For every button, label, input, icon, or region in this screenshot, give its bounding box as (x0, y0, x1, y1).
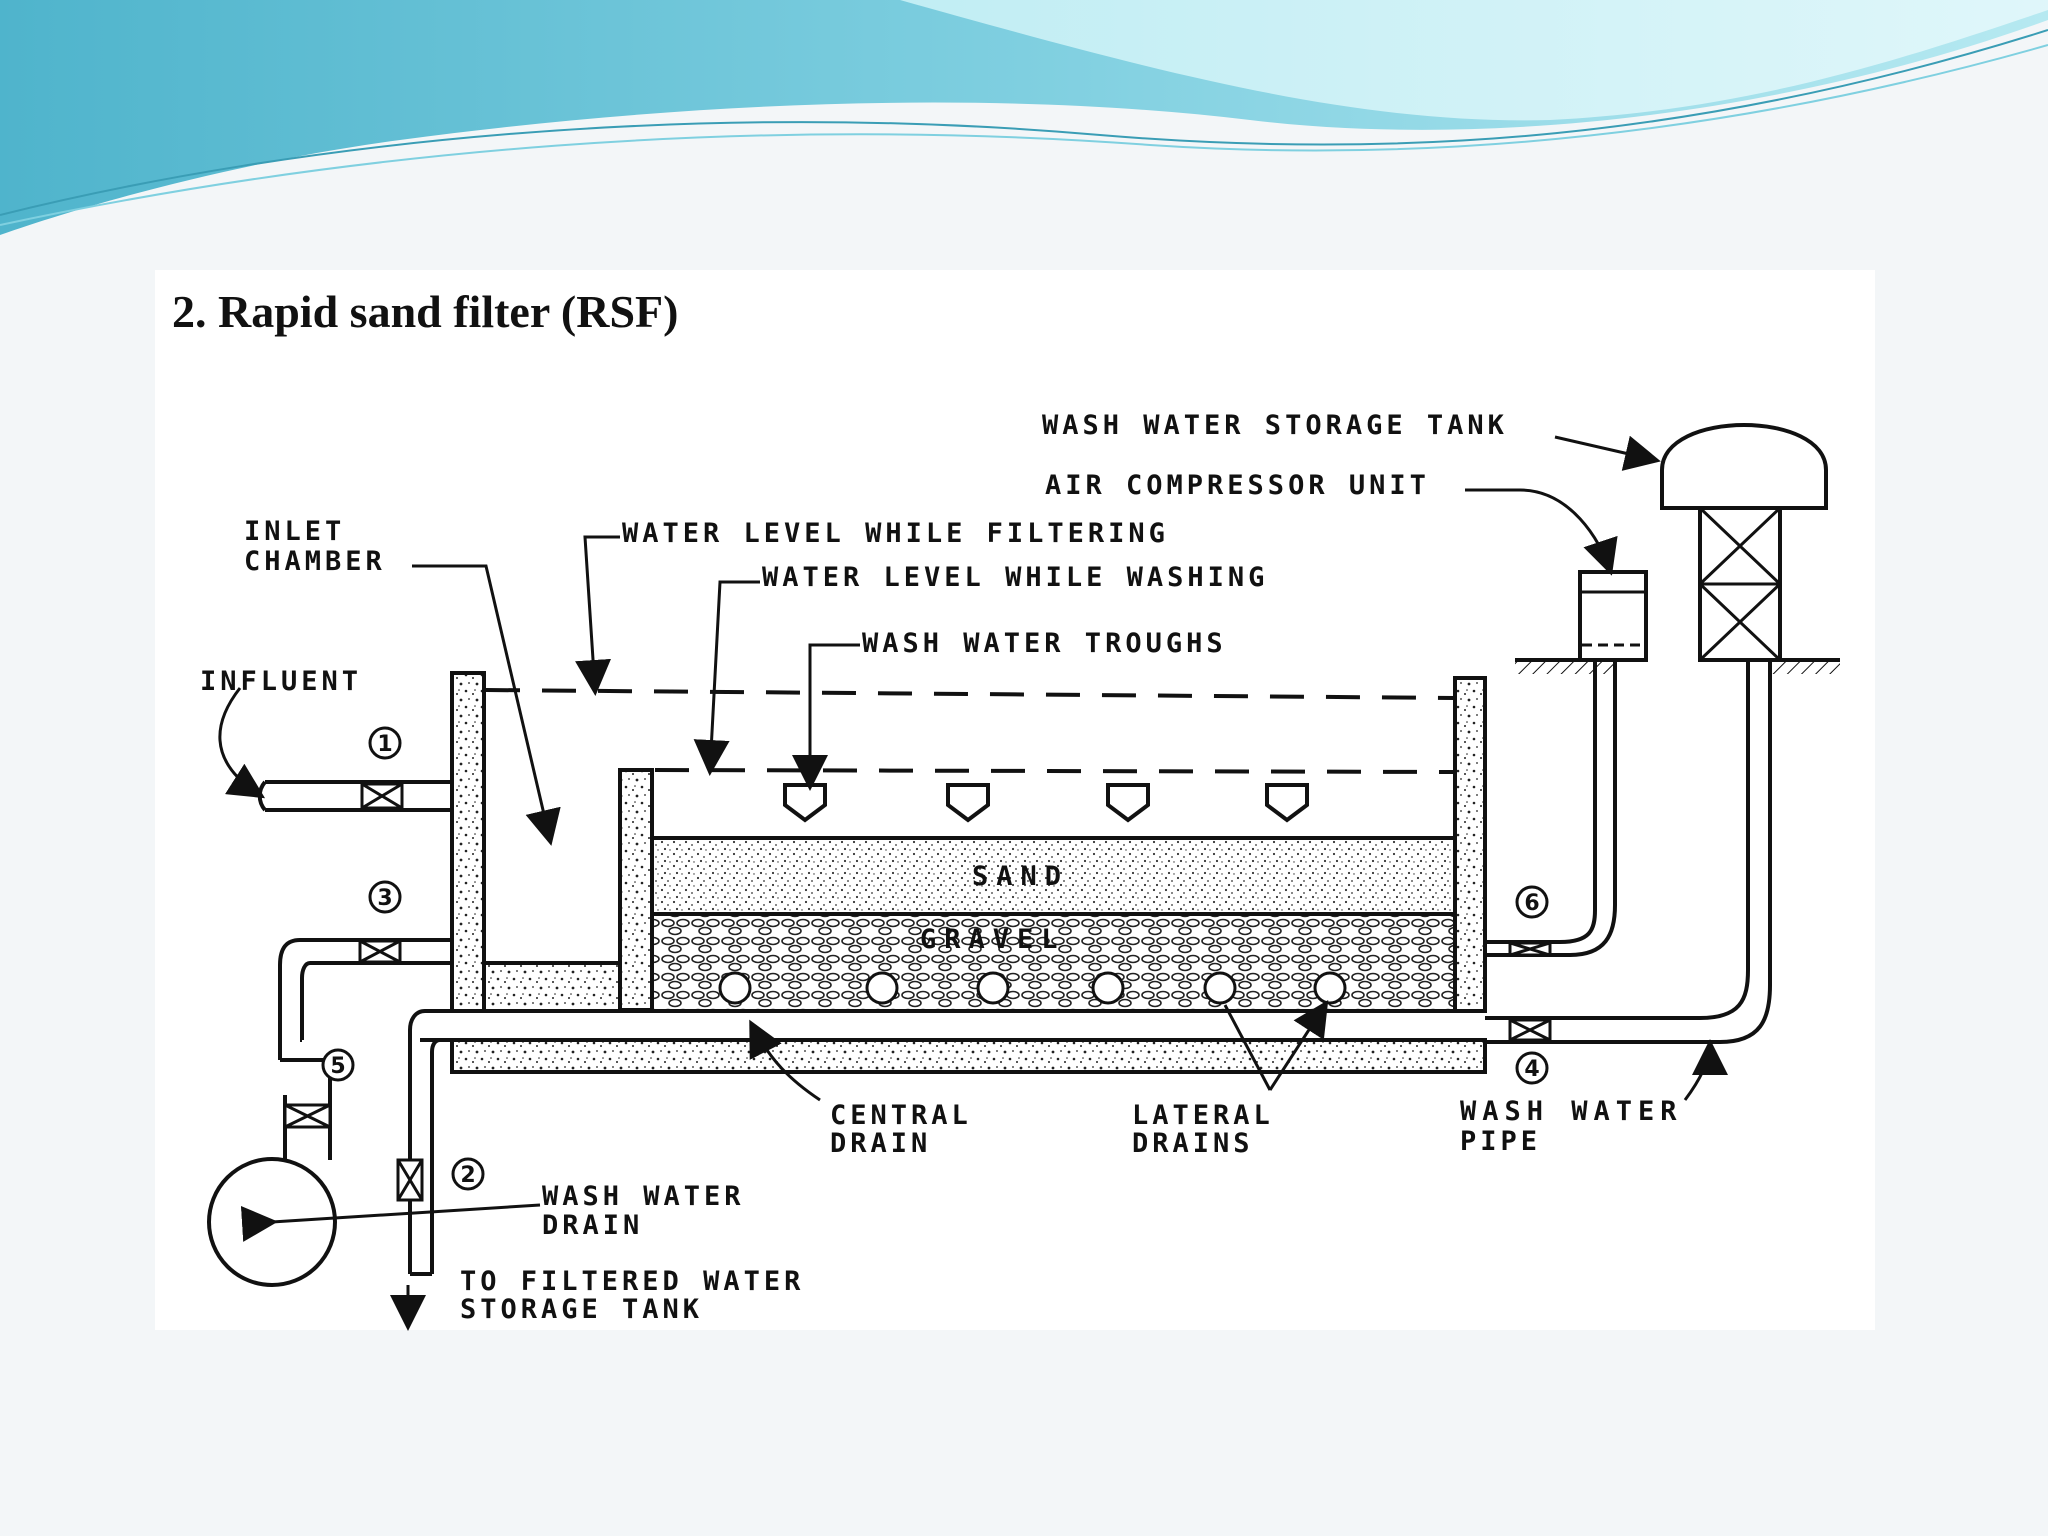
label-inlet: INLET (244, 516, 345, 547)
valve-number-1: 1 (368, 726, 402, 760)
label-sand: SAND (972, 861, 1069, 892)
lateral-drain (865, 971, 899, 1005)
svg-text:2: 2 (460, 1163, 475, 1188)
diagram-panel (155, 270, 1875, 1330)
wave-banner (0, 0, 2048, 235)
inlet-chamber-floor (482, 961, 622, 1013)
filter-bottom-slab (450, 1038, 1487, 1074)
label-drain: DRAIN (830, 1128, 931, 1159)
label-wash-water-troughs: WASH WATER TROUGHS (862, 628, 1227, 659)
label-drains: DRAINS (1132, 1128, 1254, 1159)
trough (783, 783, 827, 823)
valve-number-5: 5 (321, 1048, 355, 1082)
svg-text:5: 5 (330, 1054, 345, 1079)
label-wash-water-pipe-line1: WASH WATER (1460, 1096, 1683, 1127)
air-compressor-unit (1578, 570, 1648, 662)
trough (946, 783, 990, 823)
lateral-drain (1313, 971, 1347, 1005)
water-level-filtering-line (485, 688, 1456, 700)
label-water-level-filtering: WATER LEVEL WHILE FILTERING (622, 518, 1169, 549)
label-to-filtered-water-line1: TO FILTERED WATER (460, 1266, 804, 1297)
svg-text:1: 1 (377, 732, 392, 757)
sand-layer (650, 836, 1457, 916)
lateral-drain (976, 971, 1010, 1005)
filter-left-wall (618, 768, 654, 1012)
trough (1265, 783, 1309, 823)
label-wash-water-drain-line1: WASH WATER (542, 1181, 745, 1212)
valve-number-4: 4 (1515, 1051, 1549, 1085)
label-wash-water-drain-line2: DRAIN (542, 1210, 643, 1241)
filter-right-wall (1453, 676, 1487, 1013)
svg-text:4: 4 (1524, 1057, 1539, 1082)
label-lateral: LATERAL (1132, 1100, 1274, 1131)
water-level-washing-line (654, 768, 1456, 774)
trough (1106, 783, 1150, 823)
label-water-level-washing: WATER LEVEL WHILE WASHING (762, 562, 1268, 593)
lateral-drain (718, 971, 752, 1005)
svg-text:3: 3 (377, 886, 392, 911)
label-air-compressor-unit: AIR COMPRESSOR UNIT (1045, 470, 1430, 501)
label-central: CENTRAL (830, 1100, 972, 1131)
label-gravel: GRAVEL (920, 924, 1066, 955)
valve-number-2: 2 (451, 1157, 485, 1191)
lateral-drain (1203, 971, 1237, 1005)
wash-water-storage-tank (1660, 423, 1828, 662)
wash-water-troughs (783, 783, 1309, 823)
label-chamber: CHAMBER (244, 546, 386, 577)
valve-number-6: 6 (1515, 885, 1549, 919)
inlet-chamber-wall (450, 671, 486, 1013)
valve-number-3: 3 (368, 880, 402, 914)
label-to-filtered-water-line2: STORAGE TANK (460, 1294, 703, 1325)
label-influent: INFLUENT (200, 666, 362, 697)
label-wash-water-pipe-line2: PIPE (1460, 1126, 1541, 1157)
label-wash-water-storage-tank: WASH WATER STORAGE TANK (1042, 410, 1508, 441)
slide-title: 2. Rapid sand filter (RSF) (172, 286, 679, 337)
svg-text:6: 6 (1524, 891, 1539, 916)
lateral-drain (1091, 971, 1125, 1005)
